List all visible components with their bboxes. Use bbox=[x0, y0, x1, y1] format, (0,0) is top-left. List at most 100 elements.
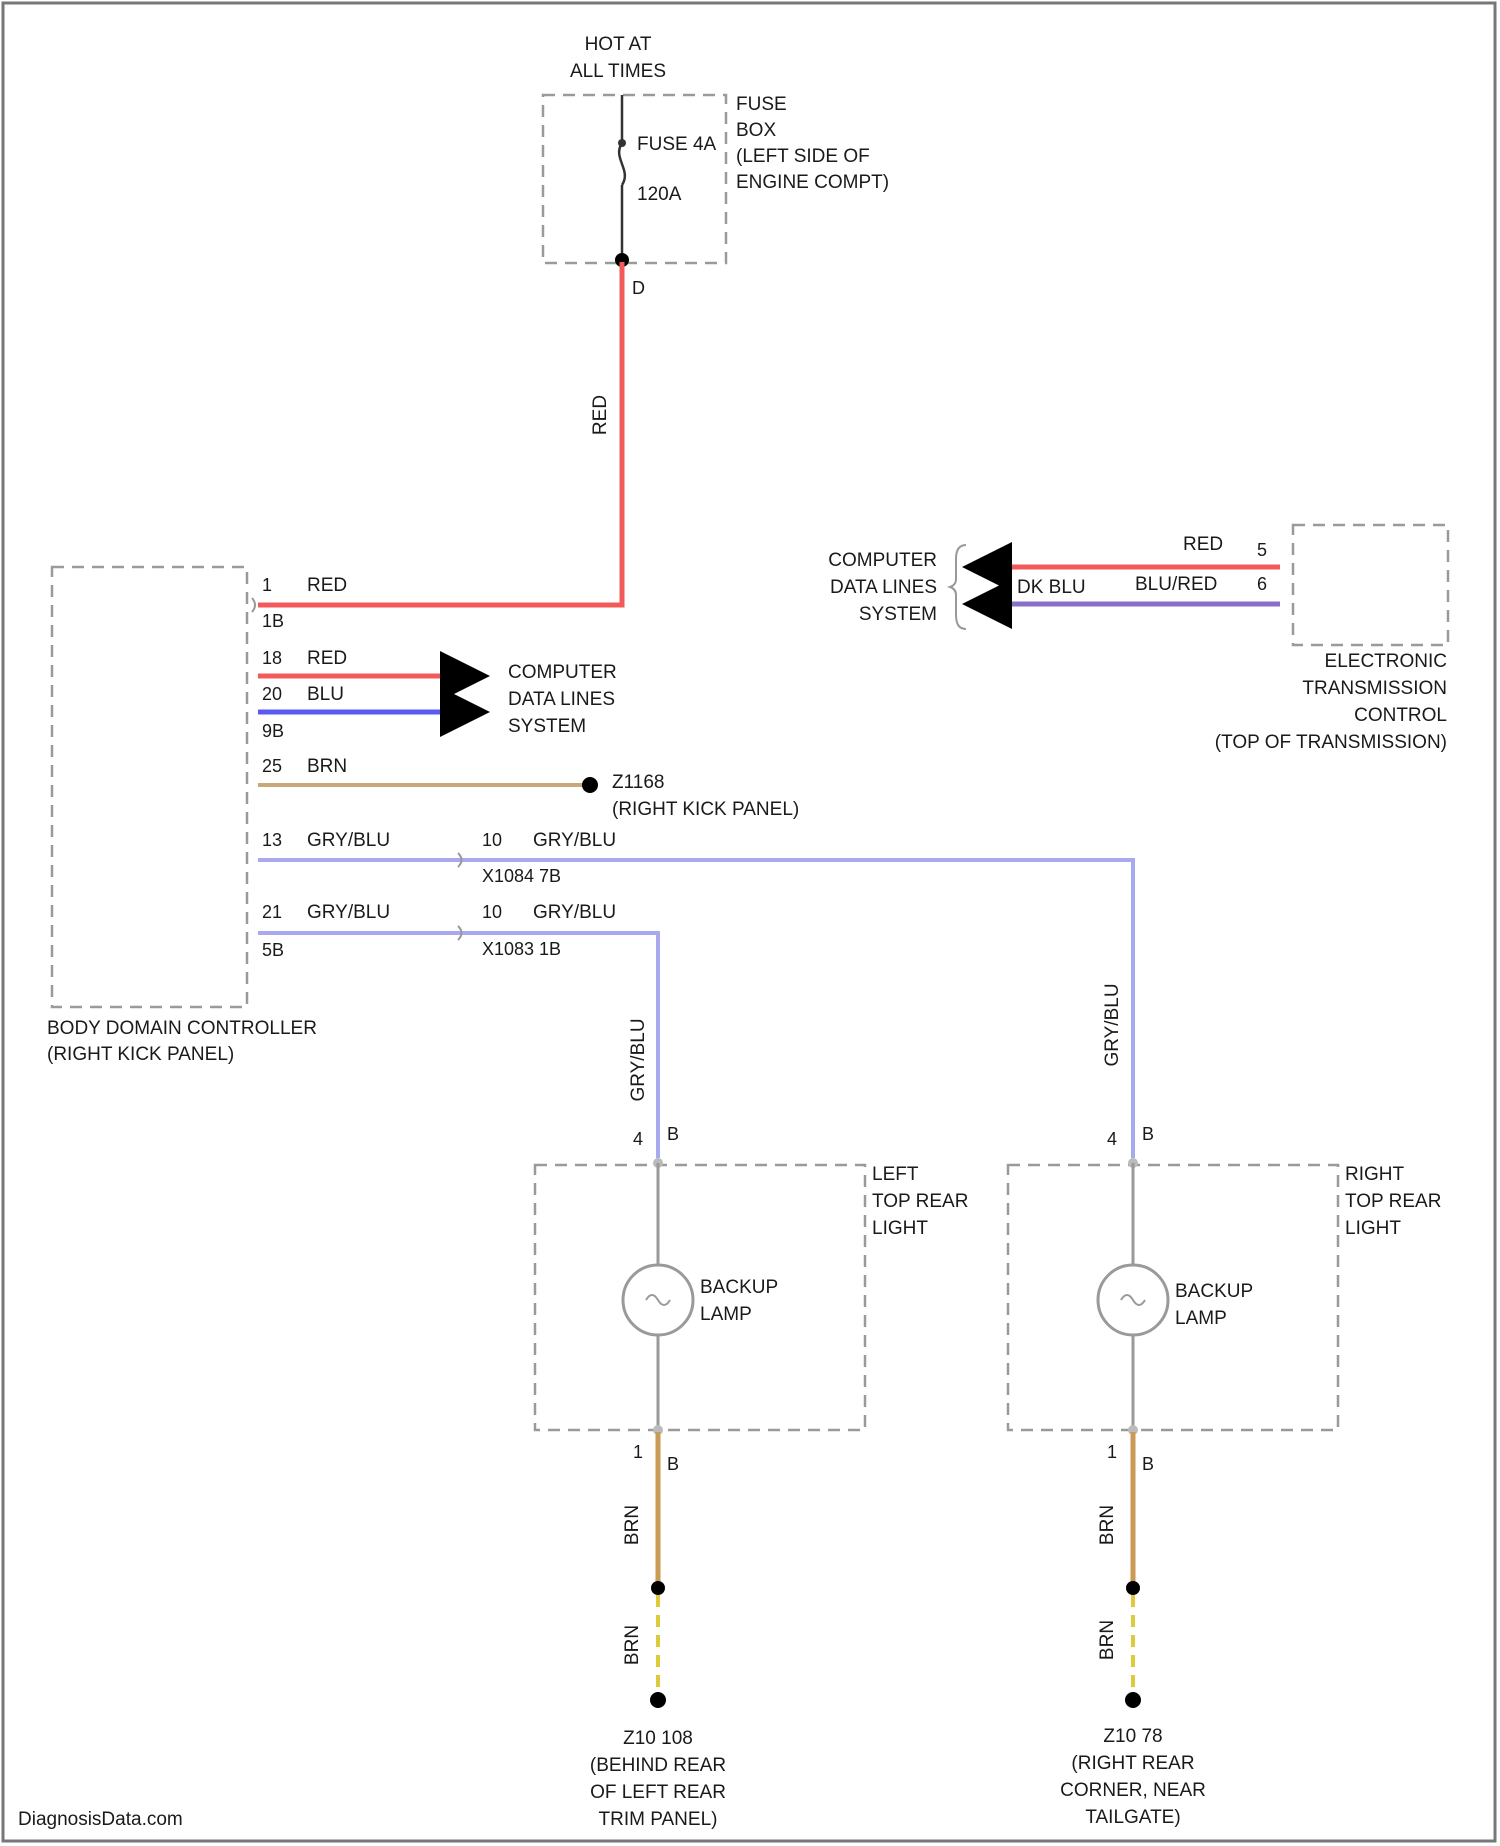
left-lamp-ground-wire-color: BRN bbox=[622, 1625, 643, 1665]
right-lamp-splice bbox=[1126, 1581, 1140, 1595]
left-lamp-type-1: BACKUP bbox=[700, 1277, 778, 1298]
ground-z1168-id: Z1168 bbox=[612, 772, 664, 793]
ground-z1168-dot bbox=[582, 777, 598, 793]
fuse-rating: 120A bbox=[637, 184, 682, 205]
connector-x1083: 10 GRY/BLU X1083 1B bbox=[458, 902, 616, 959]
tcm-data-lines-3: SYSTEM bbox=[859, 604, 937, 625]
left-lamp-name-1: LEFT bbox=[872, 1164, 919, 1185]
right-lamp-conn-out: B bbox=[1142, 1454, 1154, 1474]
right-ground-icon bbox=[1125, 1692, 1141, 1708]
bdc-pin-1-wire: RED bbox=[307, 575, 347, 596]
right-lamp-conn-in: B bbox=[1142, 1124, 1154, 1144]
x1083-wire: GRY/BLU bbox=[533, 902, 616, 923]
tcm-wire-2-pin: 6 bbox=[1257, 574, 1267, 594]
fuse-box: HOT AT ALL TIMES FUSE 4A 120A FUSE BOX (… bbox=[543, 34, 889, 298]
tcm-wire-1-pin: 5 bbox=[1257, 540, 1267, 560]
data-lines-left-3: SYSTEM bbox=[508, 716, 586, 737]
page-border bbox=[3, 3, 1495, 1841]
bdc-name-2: (RIGHT KICK PANEL) bbox=[47, 1044, 234, 1065]
bdc-pin-18: 18 bbox=[262, 648, 282, 668]
bdc-pin-21-wire: GRY/BLU bbox=[307, 902, 390, 923]
right-lamp-wire-out: BRN bbox=[1097, 1505, 1118, 1545]
bdc-name-1: BODY DOMAIN CONTROLLER bbox=[47, 1018, 317, 1039]
bdc-pin-21-conn: 5B bbox=[262, 940, 284, 960]
left-ground-4: TRIM PANEL) bbox=[599, 1809, 718, 1830]
bdc-pin-20-conn: 9B bbox=[262, 721, 284, 741]
left-ground-icon bbox=[650, 1692, 666, 1708]
x1083-pin: 10 bbox=[482, 902, 502, 922]
tcm-wire-2-color: BLU/RED bbox=[1135, 574, 1217, 595]
left-ground-2: (BEHIND REAR bbox=[590, 1755, 726, 1776]
left-lamp-conn-in: B bbox=[667, 1124, 679, 1144]
fuse-box-name-4: ENGINE COMPT) bbox=[736, 172, 889, 193]
fuse-box-name-1: FUSE bbox=[736, 94, 787, 115]
bdc-pin-1: 1 bbox=[262, 575, 272, 595]
right-lamp-name-3: LIGHT bbox=[1345, 1218, 1401, 1239]
tcm-data-lines-brace bbox=[950, 545, 966, 629]
left-lamp-splice bbox=[651, 1581, 665, 1595]
right-lamp-name-1: RIGHT bbox=[1345, 1164, 1405, 1185]
left-ground-1: Z10 108 bbox=[623, 1728, 693, 1749]
fuse-terminal-top bbox=[618, 139, 626, 147]
x1084-name: X1084 7B bbox=[482, 866, 561, 886]
bdc-pin-20: 20 bbox=[262, 684, 282, 704]
supply-label-1: HOT AT bbox=[585, 34, 652, 55]
left-top-rear-light: GRY/BLU 4 B BACKUP LAMP LEFT TOP REAR LI… bbox=[535, 1018, 968, 1830]
left-lamp-pin-out: 1 bbox=[633, 1442, 643, 1462]
tcm-name-4: (TOP OF TRANSMISSION) bbox=[1215, 732, 1447, 753]
connector-bracket bbox=[252, 598, 255, 612]
fuse-icon bbox=[619, 143, 625, 185]
left-lamp-name-3: LIGHT bbox=[872, 1218, 928, 1239]
tcm-data-lines-1: COMPUTER bbox=[828, 550, 937, 571]
grayblue-wire-pin-21 bbox=[258, 933, 658, 1158]
transmission-control: COMPUTER DATA LINES SYSTEM RED 5 DK BLU … bbox=[828, 525, 1448, 753]
left-lamp-wire-out: BRN bbox=[622, 1505, 643, 1545]
data-lines-left-1: COMPUTER bbox=[508, 662, 617, 683]
body-domain-controller: BODY DOMAIN CONTROLLER (RIGHT KICK PANEL… bbox=[47, 567, 1133, 1158]
right-ground-3: CORNER, NEAR bbox=[1060, 1780, 1206, 1801]
tcm-data-lines-2: DATA LINES bbox=[830, 577, 937, 598]
bdc-frame bbox=[52, 567, 247, 1007]
supply-label-2: ALL TIMES bbox=[570, 61, 666, 82]
fuse-pin-out: D bbox=[632, 278, 645, 298]
bdc-pin-25: 25 bbox=[262, 756, 282, 776]
left-lamp-type-2: LAMP bbox=[700, 1304, 752, 1325]
right-ground-2: (RIGHT REAR bbox=[1071, 1753, 1194, 1774]
left-lamp-wire-in: GRY/BLU bbox=[628, 1018, 649, 1101]
tcm-name-3: CONTROL bbox=[1354, 705, 1447, 726]
fuse-label: FUSE 4A bbox=[637, 134, 717, 155]
bdc-pin-13: 13 bbox=[262, 830, 282, 850]
x1084-pin: 10 bbox=[482, 830, 502, 850]
right-lamp-name-2: TOP REAR bbox=[1345, 1191, 1441, 1212]
feed-wire-color: RED bbox=[590, 395, 611, 435]
bdc-pin-25-wire: BRN bbox=[307, 756, 347, 777]
watermark: DiagnosisData.com bbox=[18, 1809, 183, 1830]
right-lamp-wire-in: GRY/BLU bbox=[1102, 983, 1123, 1066]
fuse-box-frame bbox=[543, 95, 726, 263]
tcm-wire-1-color: RED bbox=[1183, 534, 1223, 555]
tcm-frame bbox=[1293, 525, 1448, 645]
left-lamp-name-2: TOP REAR bbox=[872, 1191, 968, 1212]
tcm-wire-2-extra: DK BLU bbox=[1017, 577, 1086, 598]
right-lamp-type-2: LAMP bbox=[1175, 1308, 1227, 1329]
right-lamp-type-1: BACKUP bbox=[1175, 1281, 1253, 1302]
x1083-name: X1083 1B bbox=[482, 939, 561, 959]
tcm-name-1: ELECTRONIC bbox=[1325, 651, 1447, 672]
right-top-rear-light: GRY/BLU 4 B BACKUP LAMP RIGHT TOP REAR L… bbox=[1008, 983, 1441, 1828]
right-ground-1: Z10 78 bbox=[1103, 1726, 1162, 1747]
left-lamp-pin-in: 4 bbox=[633, 1129, 643, 1149]
data-lines-left-2: DATA LINES bbox=[508, 689, 615, 710]
bdc-pin-20-wire: BLU bbox=[307, 684, 344, 705]
ground-z1168-location: (RIGHT KICK PANEL) bbox=[612, 799, 799, 820]
fuse-box-name-2: BOX bbox=[736, 120, 776, 141]
right-lamp-ground-wire-color: BRN bbox=[1097, 1620, 1118, 1660]
right-lamp-frame bbox=[1008, 1165, 1338, 1430]
right-lamp-pin-out: 1 bbox=[1107, 1442, 1117, 1462]
left-lamp-conn-out: B bbox=[667, 1454, 679, 1474]
bdc-pin-21: 21 bbox=[262, 902, 282, 922]
left-ground-3: OF LEFT REAR bbox=[590, 1782, 726, 1803]
red-wire-feed bbox=[258, 262, 622, 605]
tcm-name-2: TRANSMISSION bbox=[1302, 678, 1447, 699]
fuse-box-name-3: (LEFT SIDE OF bbox=[736, 146, 870, 167]
